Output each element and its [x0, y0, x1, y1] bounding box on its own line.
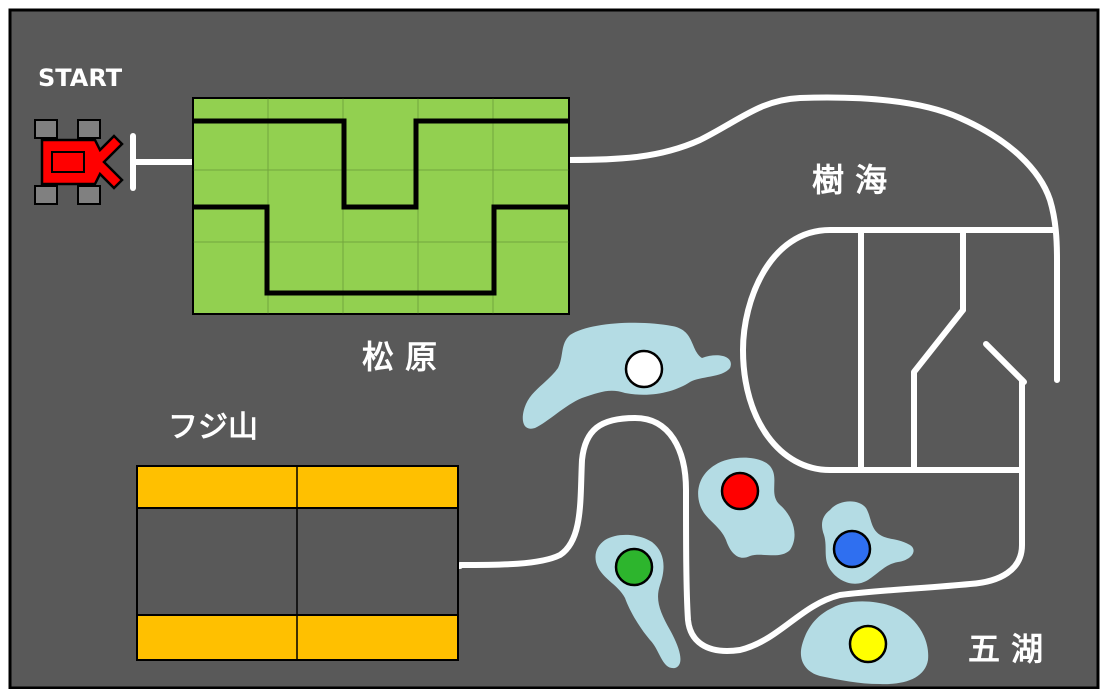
fujisan-label: フジ山 [168, 410, 258, 445]
road-matsubara-jukai [565, 94, 1060, 383]
start-label: START [38, 64, 123, 92]
roads [130, 94, 1060, 654]
robot-icon [34, 119, 124, 205]
road-jukai-goko [457, 415, 1025, 654]
goko-label: 五 湖 [968, 630, 1043, 668]
road-jukai-divider-3 [911, 307, 966, 470]
fujisan-field [136, 465, 459, 661]
jukai-label: 樹 海 [812, 161, 887, 199]
marker-white [624, 349, 664, 389]
matsubara-trace-line-upper [193, 118, 569, 210]
road-jukai-loop [740, 227, 1057, 473]
marker-blue [832, 529, 872, 569]
marker-yellow [848, 624, 888, 664]
markers [614, 349, 888, 664]
matsubara-field [192, 97, 570, 315]
road-jukai-stub [983, 341, 1027, 385]
matsubara-trace-line-lower [193, 204, 569, 296]
marker-green [614, 547, 654, 587]
matsubara-label: 松 原 [362, 338, 437, 376]
marker-red [720, 471, 760, 511]
